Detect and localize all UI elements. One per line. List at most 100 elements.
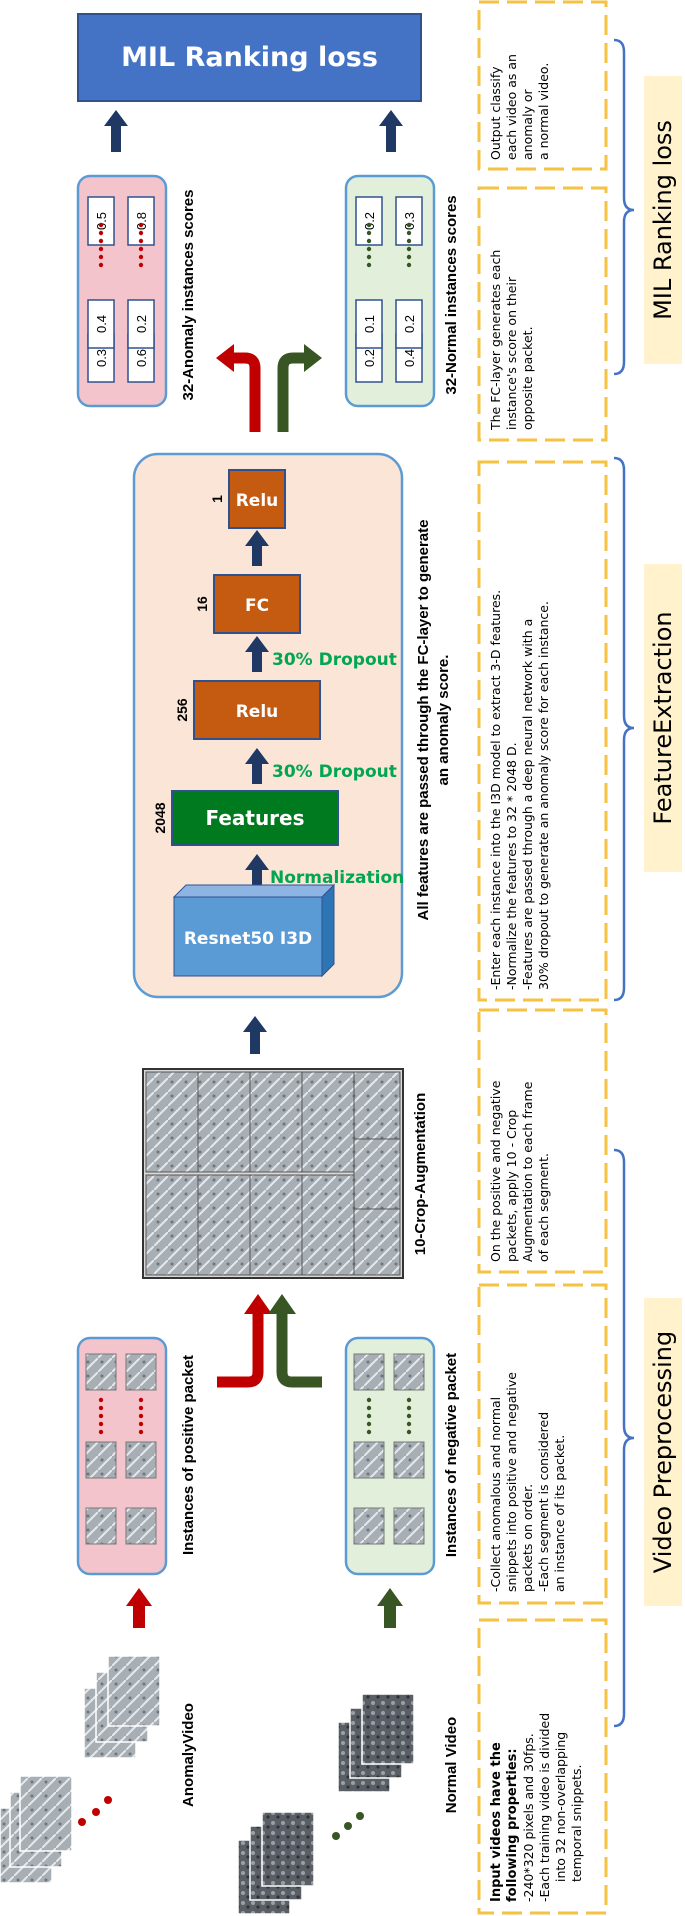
score-value: 0.1 [362, 315, 377, 333]
relu-output-label: Relu [236, 491, 279, 511]
note-line: anomaly or [520, 88, 535, 160]
score-cell [355, 299, 383, 349]
note-line: -Normalize the features to 32 * 2048 D. [504, 742, 519, 990]
relu-hidden-layer: Relu 256 [174, 680, 321, 740]
brace-extraction [613, 456, 635, 1002]
negative-packet [344, 1336, 436, 1576]
arrow-up-icon [104, 110, 128, 152]
score-value: 0.4 [402, 349, 417, 367]
score-cell [87, 196, 115, 246]
score-cell [395, 196, 423, 246]
note-line: The FC-layer generates each [488, 250, 503, 431]
note-line: 30% dropout to generate an anomaly score… [536, 601, 551, 990]
note-line: packets, apply 10 - Crop [504, 1110, 519, 1262]
score-value: 0.2 [362, 349, 377, 367]
normal-scores-panel: 0.2 0.1 0.2 0.4 0.2 0.3 [344, 174, 436, 408]
relu-hidden-dim: 256 [174, 698, 190, 722]
note-line: Output classify [488, 66, 503, 160]
note-line: instance's score on their [504, 276, 519, 430]
relu-output-dim: 1 [209, 495, 225, 503]
score-value: 0.2 [402, 315, 417, 333]
dropout-label-1: 30% Dropout [272, 650, 397, 670]
dropout-label-2: 30% Dropout [272, 762, 397, 782]
note-line: packets on order. [520, 1484, 535, 1592]
score-cell [127, 299, 155, 349]
note-line-bold: Input videos have the [489, 1742, 504, 1902]
anomaly-scores-title: 32-Anomaly instances scores [180, 190, 197, 401]
resnet-i3d-label: Resnet50 I3D [184, 929, 312, 949]
normal-video-label: Normal Video [443, 1717, 460, 1813]
note-line: -Each training video is divided [537, 1713, 552, 1902]
arrow-up-icon [245, 636, 269, 672]
fc-layer: FC 16 [194, 574, 301, 634]
mil-ranking-loss-title: MIL Ranking loss [121, 42, 378, 73]
arrow-up-icon [126, 1588, 152, 1628]
score-value: 0.8 [134, 212, 149, 230]
note-line: Augmentation to each frame [520, 1081, 535, 1262]
bent-arrow-red-icon [216, 344, 261, 432]
section-preprocessing-label: Video Preprocessing [649, 1331, 677, 1573]
arrow-up-icon [379, 110, 403, 152]
section-extraction-label: FeatureExtraction [649, 611, 677, 824]
score-value: 0.3 [94, 349, 109, 367]
anomaly-scores-panel: 0.30.40.50.60.20.8 [76, 174, 168, 408]
score-cell [355, 196, 383, 246]
features-label: Features [205, 806, 304, 830]
fc-label: FC [245, 596, 269, 616]
network-caption-line1: All features are passed through the FC-l… [415, 520, 432, 921]
section-preprocessing: Video Preprocessing [644, 1298, 682, 1606]
note-line: of each segment. [536, 1153, 551, 1262]
score-cell [87, 299, 115, 349]
crop-augmentation-grid [142, 1068, 404, 1279]
section-extraction: FeatureExtraction [644, 564, 682, 872]
arrow-up-icon [377, 1588, 403, 1628]
note-line: an instance of its packet. [552, 1435, 567, 1592]
note-line-bold: following properties: [505, 1748, 520, 1902]
normal-scores-title: 32-Normal instances scores [443, 195, 460, 394]
fc-dim: 16 [194, 596, 210, 612]
note-line: -Features are passed through a deep neur… [520, 619, 535, 990]
note-line: -240*320 pixels and 30fps. [521, 1733, 536, 1902]
features-layer: Features 2048 [152, 790, 339, 846]
score-value: 0.6 [134, 349, 149, 367]
brace-preprocessing [613, 1148, 635, 1728]
crop-augmentation-label: 10-Crop-Augmentation [412, 1093, 429, 1256]
arrow-up-icon [245, 530, 269, 566]
note-line: each video as an [504, 54, 519, 160]
section-ranking: MIL Ranking loss [644, 76, 682, 364]
arrow-up-icon [243, 1016, 267, 1054]
note-feature-extraction: -Enter each instance into the I3D model … [477, 460, 608, 1002]
normalization-label: Normalization [270, 868, 404, 888]
relu-output-layer: Relu 1 [209, 469, 286, 529]
negative-packet-label: Instances of negative packet [443, 1353, 460, 1557]
score-value: 0.2 [134, 315, 149, 333]
note-line: -Collect anomalous and normal [488, 1397, 503, 1592]
positive-packet [76, 1336, 168, 1576]
anomaly-video-frames [0, 1655, 161, 1884]
brace-ranking [613, 38, 635, 376]
score-value: 0.2 [362, 212, 377, 230]
score-cell [127, 196, 155, 246]
positive-packet-label: Instances of positive packet [180, 1355, 197, 1555]
arrow-up-icon [245, 854, 269, 890]
note-line: snippets into positive and negative [504, 1372, 519, 1592]
normal-video-frames [237, 1693, 415, 1915]
score-cell [395, 299, 423, 349]
note-line: On the positive and negative [488, 1080, 503, 1262]
note-line: into 32 non-overlapping [553, 1732, 568, 1882]
anomaly-video-label: AnomalyVideo [180, 1703, 197, 1807]
score-value: 0.3 [402, 212, 417, 230]
bent-arrow-green-icon [277, 344, 322, 432]
note-line: a normal video. [536, 63, 551, 160]
note-line: temporal snippets. [569, 1765, 584, 1882]
note-line: opposite packet. [520, 326, 535, 430]
score-value: 0.4 [94, 315, 109, 333]
relu-hidden-label: Relu [236, 702, 279, 722]
network-caption-line2: an anomaly score. [435, 655, 452, 786]
bent-arrow-green-icon [268, 1294, 322, 1388]
mil-ranking-loss-box: MIL Ranking loss [77, 13, 422, 102]
